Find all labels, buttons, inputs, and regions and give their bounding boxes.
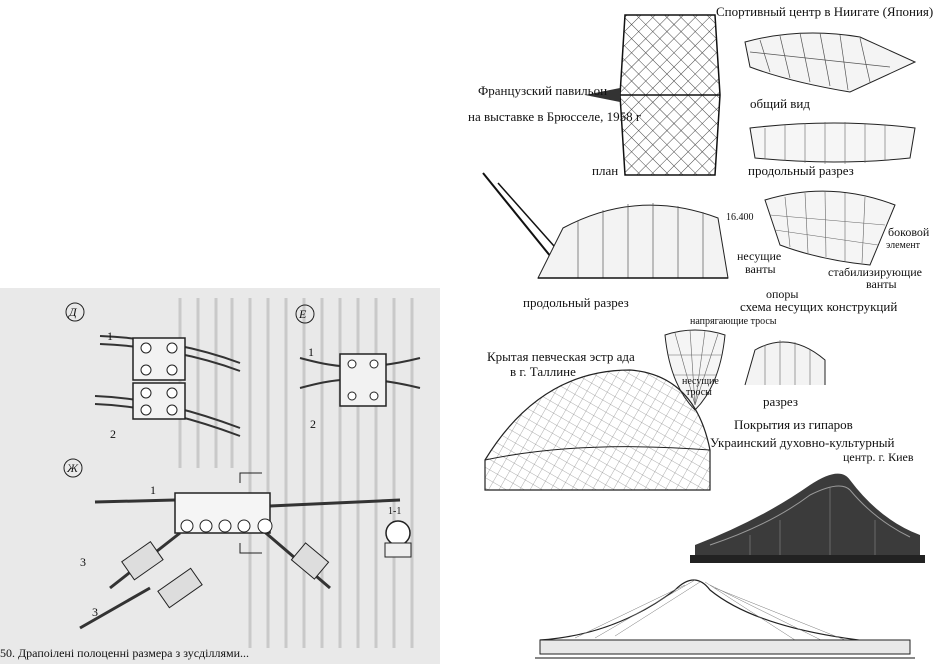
stabilizing-cables-label-1: стабилизирующие — [828, 265, 922, 279]
niigata-section — [745, 118, 920, 168]
figure-caption: 50. Драпоілені полоценні размера з зусді… — [0, 646, 250, 660]
niigata-long-section-label: продольный разрез — [748, 163, 854, 178]
french-pavilion-label-1: Французский павильон — [478, 83, 608, 98]
scanned-cable-details: Д Е Ж 1 2 1 2 1 3 3 1-1 — [0, 288, 440, 664]
bearing-cables-label-4: тросы — [686, 387, 712, 398]
tallinn-plan — [660, 325, 730, 415]
callout-1-zh: 1 — [150, 483, 156, 497]
side-element-label-1: боковой — [888, 225, 930, 239]
french-pavilion-plan — [575, 10, 725, 180]
niigata-title: Спортивный центр в Ниигате (Япония) — [716, 4, 934, 19]
detail-d-label: Д — [69, 305, 77, 319]
kiev-perspective — [690, 465, 925, 565]
section-1-1-label: 1-1 — [388, 506, 402, 517]
tallinn-section — [740, 330, 830, 390]
ukrainian-centre-label-2: центр. г. Киев — [843, 450, 914, 464]
section-label: разрез — [763, 394, 798, 409]
callout-2-d: 2 — [110, 427, 116, 441]
general-view-label: общий вид — [750, 96, 810, 111]
pavilion-long-section — [478, 168, 748, 288]
kiev-section — [535, 560, 915, 664]
pavilion-long-section-label: продольный разрез — [523, 295, 629, 310]
tensioning-cables-label: напрягающие тросы — [690, 316, 777, 327]
callout-1-e: 1 — [308, 345, 314, 359]
tallinn-label-1: Крытая певческая эстр ада — [487, 349, 635, 364]
plan-label: план — [592, 163, 619, 178]
scheme-bearing-label: схема несущих конструкций — [740, 299, 898, 314]
stabilizing-cables-label-2: ванты — [866, 277, 897, 291]
tallinn-perspective — [480, 360, 720, 500]
french-pavilion-label-2: на выставке в Брюсселе, 1958 г — [468, 109, 642, 124]
supports-label: опоры — [766, 287, 799, 301]
detail-zh-label: Ж — [67, 461, 78, 475]
hypar-cover-label: Покрытия из гипаров — [734, 417, 853, 432]
callout-1-d: 1 — [107, 329, 113, 343]
side-element-label-2: элемент — [886, 240, 921, 251]
bearing-cables-label-1: несущие — [737, 249, 782, 263]
bearing-scheme — [760, 185, 900, 275]
callout-3-zh: 3 — [80, 555, 86, 569]
ukrainian-centre-label-1: Украинский духовно-культурный — [710, 435, 895, 450]
elevation-mark: 16.400 — [726, 212, 754, 223]
bearing-cables-label-2: ванты — [745, 262, 776, 276]
callout-3b-zh: 3 — [92, 605, 98, 619]
detail-e-label: Е — [299, 307, 307, 321]
niigata-general-view — [740, 22, 920, 97]
tallinn-label-2: в г. Таллине — [510, 364, 576, 379]
bearing-cables-label-3: несущие — [682, 376, 719, 387]
callout-2-e: 2 — [310, 417, 316, 431]
cable-details-drawing — [63, 298, 421, 648]
